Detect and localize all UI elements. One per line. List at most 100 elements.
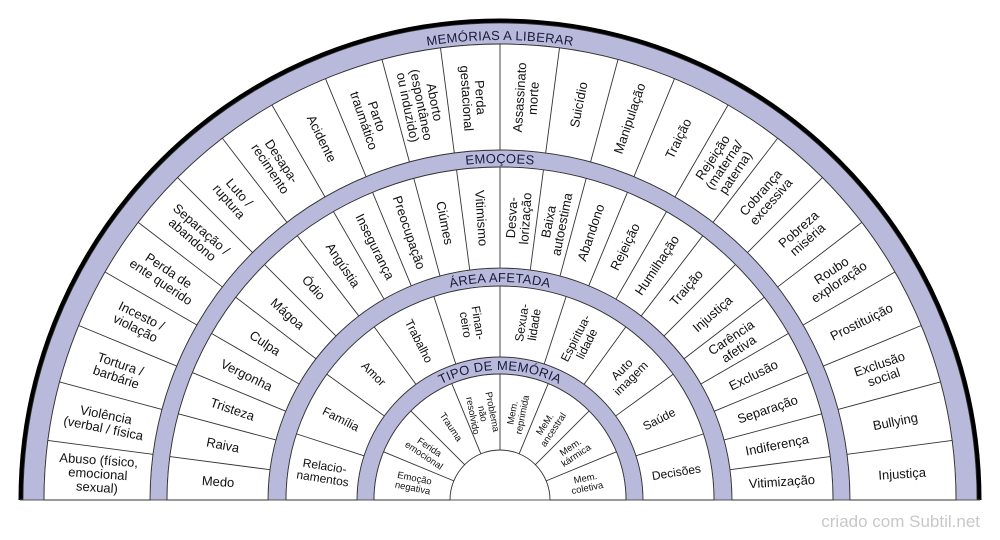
band-title-1: EMOÇOES: [465, 151, 536, 168]
segment-divider: [543, 296, 567, 365]
segment-divider: [104, 271, 198, 326]
segment-divider: [235, 296, 317, 360]
segment-label-line: lidade: [525, 307, 544, 341]
segment-divider: [635, 433, 704, 457]
segment-label[interactable]: Raiva: [205, 434, 241, 455]
segment-divider: [178, 413, 277, 441]
segment-divider: [583, 326, 627, 385]
segment-label[interactable]: Abuso (físico,emocionalsexual): [57, 450, 139, 497]
segment-divider: [663, 264, 736, 337]
segment-label[interactable]: Vitimismo: [472, 190, 491, 247]
segment-divider: [383, 451, 454, 482]
segment-divider: [78, 325, 177, 367]
segment-label-line: Finan-: [469, 305, 488, 341]
segment-divider: [177, 177, 253, 253]
segment-divider: [615, 211, 667, 300]
segment-label-line: Perda: [472, 80, 489, 116]
segment-label-line: Assassinato: [510, 62, 530, 133]
segment-label[interactable]: Sexua-lidade: [512, 303, 544, 345]
segment-divider: [372, 192, 412, 286]
segment-divider: [271, 104, 326, 198]
segment-divider: [546, 451, 617, 482]
segment-divider: [714, 372, 808, 412]
segment-divider: [545, 47, 560, 154]
segment-divider: [518, 383, 549, 454]
segment-label[interactable]: Vitimização: [748, 472, 815, 491]
segment-divider: [700, 333, 789, 385]
segment-label-line: ceiro: [457, 311, 475, 339]
band-title-2: ÁREA AFETADA: [448, 270, 552, 291]
segment-divider: [433, 296, 457, 365]
segment-divider: [729, 456, 831, 471]
segment-divider: [674, 104, 729, 198]
segment-label-line: Raiva: [205, 434, 241, 455]
ring-background: [166, 166, 834, 501]
segment-label[interactable]: Perdagestacional: [457, 64, 490, 132]
segment-divider: [381, 59, 410, 163]
segment-divider: [451, 383, 482, 454]
segment-divider: [683, 296, 765, 360]
segment-label-line: Aborto: [424, 82, 446, 123]
ring-background: [285, 285, 715, 501]
rings-layer: Abuso (físico,emocionalsexual)Violência(…: [43, 43, 957, 501]
segment-divider: [169, 456, 271, 471]
segment-divider: [456, 169, 471, 271]
segment-divider: [837, 381, 941, 410]
segment-label-line: sexual): [76, 478, 119, 496]
segment-label-line: não: [475, 405, 489, 423]
segment-label-line: morte: [525, 81, 542, 115]
segment-divider: [264, 264, 337, 337]
footer-credit[interactable]: criado com Subtil.net: [821, 512, 980, 531]
segment-divider: [633, 78, 675, 177]
segment-label-line: Mem.: [505, 400, 520, 425]
segment-divider: [712, 137, 778, 223]
segment-divider: [410, 410, 465, 465]
segment-divider: [615, 373, 674, 417]
segment-divider: [559, 178, 587, 277]
segment-divider: [590, 59, 619, 163]
segment-label[interactable]: Aborto(espontâneoou induzido): [394, 65, 450, 144]
segment-divider: [440, 47, 455, 154]
segment-label[interactable]: Finan-ceiro: [456, 305, 488, 343]
segment-divider: [723, 413, 822, 441]
segment-label-line: Abuso (físico,: [59, 450, 139, 470]
memorias-ring: Abuso (físico,emocionalsexual)Violência(…: [43, 43, 957, 501]
band-title-0: MEMÓRIAS A LIBERAR: [425, 28, 574, 49]
segment-divider: [777, 222, 863, 288]
segment-divider: [326, 373, 385, 417]
segment-label-line: Mem.: [573, 471, 598, 486]
emocoes-ring: MedoRaivaTristezaVergonhaCulpaMágoaÓdioA…: [166, 166, 834, 501]
segment-label[interactable]: Medo: [201, 473, 234, 490]
segment-label-line: Injustiça: [878, 465, 927, 483]
ring-background: [43, 43, 957, 501]
segment-label-line: Relacio-: [302, 456, 348, 477]
segment-label-line: Sexua-: [512, 303, 532, 343]
segment-divider: [211, 333, 300, 385]
segment-label[interactable]: Desva-lorização: [503, 191, 535, 245]
segment-label-line: Desva-: [503, 197, 521, 239]
segment-divider: [373, 326, 417, 385]
segment-divider: [413, 178, 441, 277]
segment-label-line: Medo: [201, 473, 234, 490]
segment-divider: [823, 325, 922, 367]
segment-label[interactable]: Injustiça: [878, 465, 927, 483]
segment-divider: [296, 433, 365, 457]
segment-divider: [333, 211, 385, 300]
outer-border: [18, 18, 982, 501]
segment-divider: [846, 440, 953, 455]
segment-divider: [325, 78, 367, 177]
segment-divider: [640, 235, 704, 317]
segment-divider: [137, 222, 223, 288]
segment-label[interactable]: Assassinatomorte: [510, 62, 543, 134]
segment-label-line: lorização: [516, 192, 534, 245]
segment-divider: [535, 410, 590, 465]
segment-label-line: Baixa: [538, 203, 559, 239]
segment-divider: [47, 440, 154, 455]
segment-label-line: emocional: [68, 464, 128, 483]
segment-divider: [192, 372, 286, 412]
segment-divider: [59, 381, 163, 410]
segment-label-line: Vitimização: [748, 472, 815, 491]
